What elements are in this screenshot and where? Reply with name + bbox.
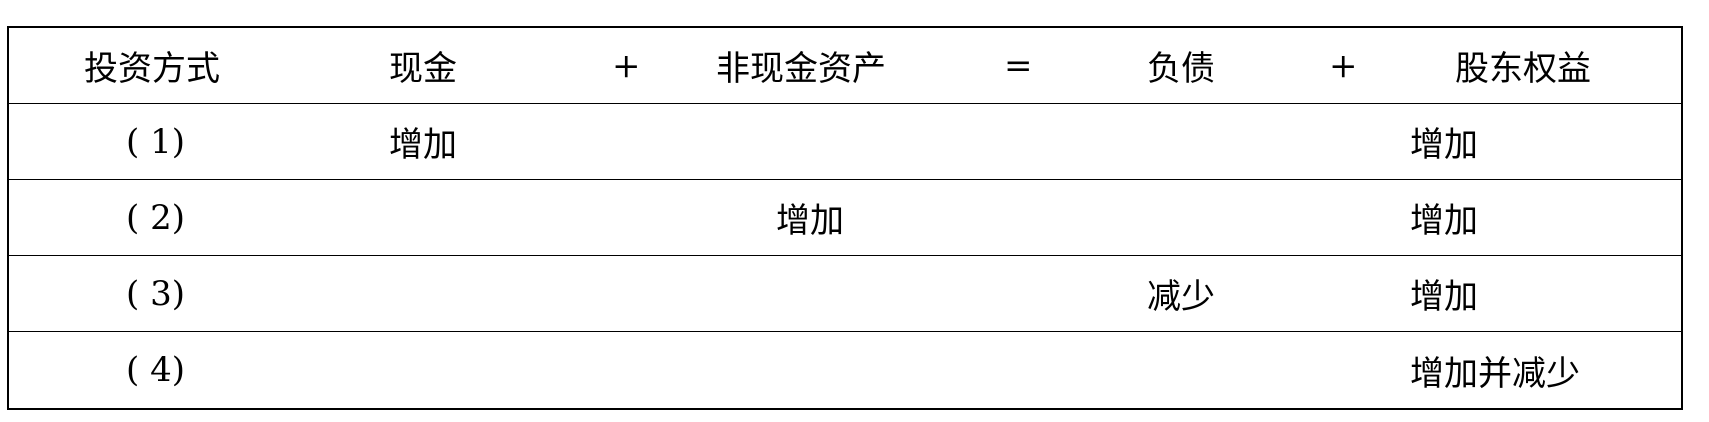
table-row: ( 2) 增加 增加: [9, 180, 1681, 256]
header-method: 投资方式: [84, 49, 220, 89]
row-cash: 增加: [389, 125, 457, 165]
header-plus-sign-1: +: [612, 45, 641, 86]
table-row: ( 4) 增加并减少: [9, 332, 1681, 408]
row-equity: 增加: [1410, 125, 1478, 165]
equation-table: 投资方式 现金 + 非现金资产 = 负债 + 股东权益 ( 1) 增加 增加 (…: [7, 26, 1683, 410]
header-noncash-assets: 非现金资产: [716, 49, 886, 89]
header-plus-sign-2: +: [1329, 45, 1358, 86]
row-method: ( 1): [126, 121, 185, 162]
table-row: ( 1) 增加 增加: [9, 104, 1681, 180]
row-equity: 增加: [1410, 201, 1478, 241]
row-equity: 增加并减少: [1410, 353, 1580, 394]
table-header-row: 投资方式 现金 + 非现金资产 = 负债 + 股东权益: [9, 28, 1681, 104]
header-equity: 股东权益: [1455, 49, 1591, 89]
row-liab: 减少: [1147, 277, 1215, 317]
row-method: ( 3): [126, 273, 185, 314]
row-equity: 增加: [1410, 277, 1478, 317]
row-method: ( 2): [126, 197, 185, 238]
row-noncash: 增加: [776, 201, 844, 241]
header-cash: 现金: [389, 49, 457, 89]
table-row: ( 3) 减少 增加: [9, 256, 1681, 332]
header-liabilities: 负债: [1147, 49, 1215, 89]
row-method: ( 4): [126, 350, 185, 390]
header-equals-sign: =: [1004, 45, 1033, 86]
